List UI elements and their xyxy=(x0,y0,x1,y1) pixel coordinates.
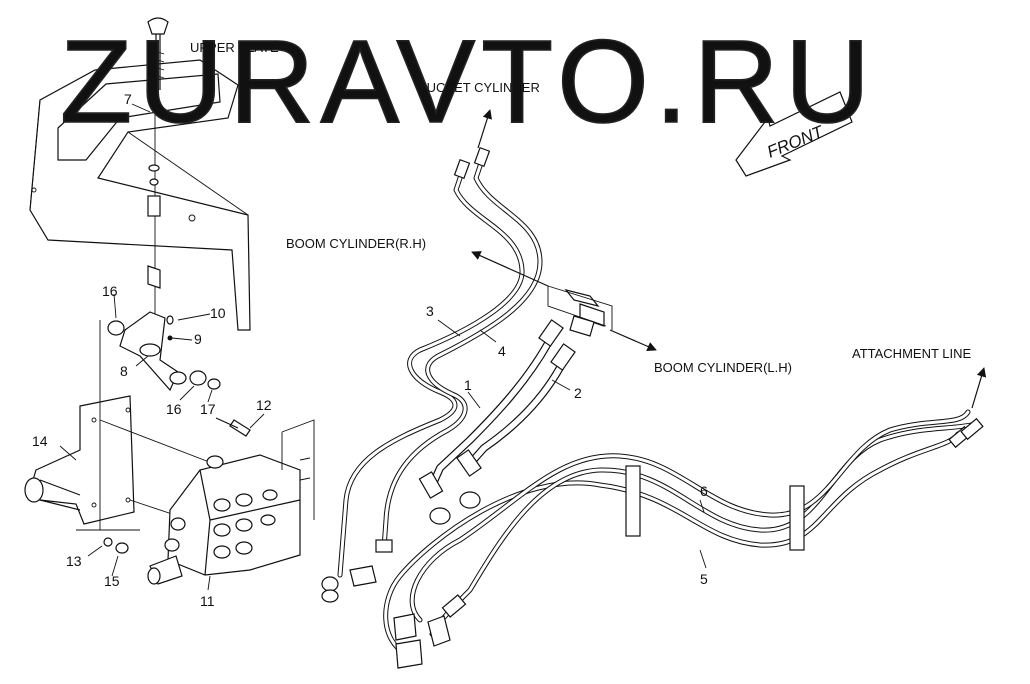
hose-1 xyxy=(418,319,564,525)
part-number-4: 4 xyxy=(498,343,506,359)
part-number-16-top: 16 xyxy=(102,283,118,299)
part-number-14: 14 xyxy=(32,433,48,449)
part-number-17: 17 xyxy=(200,401,216,417)
pipe-4 xyxy=(321,147,543,603)
part-number-6: 6 xyxy=(700,483,708,499)
part-number-16-bottom: 16 xyxy=(166,401,182,417)
valve-mounting-bracket xyxy=(24,320,231,531)
part-number-15: 15 xyxy=(104,573,120,589)
label-boom-cylinder-rh: BOOM CYLINDER(R.H) xyxy=(286,236,426,251)
label-attachment-line: ATTACHMENT LINE xyxy=(852,346,972,361)
part-number-3: 3 xyxy=(426,303,434,319)
upper-plate xyxy=(29,59,251,331)
part-number-12: 12 xyxy=(256,397,272,413)
boom-cylinder-tee-fittings xyxy=(547,285,613,337)
part-number-7: 7 xyxy=(124,91,132,107)
fasteners xyxy=(103,417,251,554)
label-boom-cylinder-lh: BOOM CYLINDER(L.H) xyxy=(654,360,792,375)
part-number-1: 1 xyxy=(464,377,472,393)
part-number-10: 10 xyxy=(210,305,226,321)
part-number-13: 13 xyxy=(66,553,82,569)
leader-lines xyxy=(59,103,707,591)
bracket-assembly xyxy=(107,311,221,392)
watermark: ZURAVTO.RU xyxy=(60,16,876,148)
pipe-5 xyxy=(383,431,961,657)
part-number-8: 8 xyxy=(120,363,128,379)
pipe-3 xyxy=(337,169,525,578)
label-bucket-cylinder: BUCKET CYLINDER xyxy=(418,80,540,95)
mounting-bolt-assembly xyxy=(147,17,169,330)
part-number-9: 9 xyxy=(194,331,202,347)
direction-arrows xyxy=(471,109,987,409)
pipe-6 xyxy=(393,409,984,669)
hose-2 xyxy=(456,343,576,509)
part-number-11: 11 xyxy=(200,593,215,609)
part-number-2: 2 xyxy=(574,385,582,401)
part-number-5: 5 xyxy=(700,571,708,587)
label-upper-plate: UPPER PLATE xyxy=(190,40,279,55)
control-valve xyxy=(147,419,315,585)
